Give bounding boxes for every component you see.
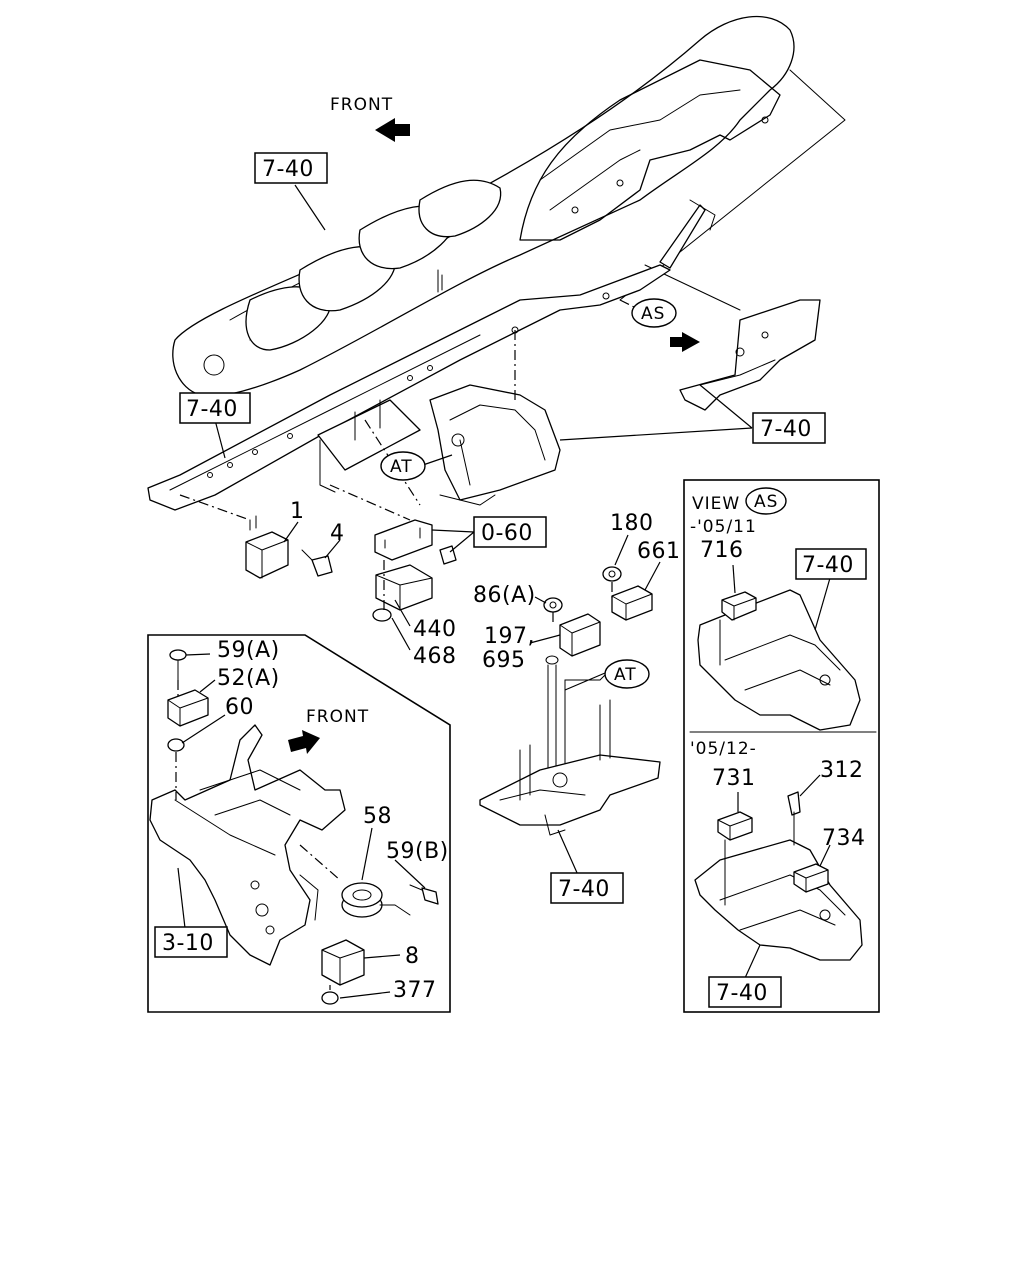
ref-label: 7-40	[716, 981, 768, 1006]
part-8-relay	[321, 939, 365, 986]
part-number-180: 180	[610, 511, 654, 536]
marker-label: AS	[641, 304, 665, 324]
front-arrow-top	[375, 118, 410, 142]
cross-member-drawing	[147, 199, 716, 511]
part-number-59a: 59(A)	[217, 638, 280, 663]
ref-box-7-40-b[interactable]: 7-40	[179, 392, 251, 424]
view-as-marker: AS	[745, 487, 787, 515]
at-bracket-drawing	[429, 384, 561, 506]
marker-label: AS	[754, 492, 778, 512]
view-as-panel-frame	[683, 479, 880, 1013]
part-59b-bolt	[409, 884, 439, 905]
ref-box-7-40-e[interactable]: 7-40	[795, 548, 867, 580]
ref-label: 7-40	[186, 397, 238, 422]
part-number-695: 695	[482, 648, 526, 673]
ref-box-7-40-f[interactable]: 7-40	[708, 976, 782, 1008]
part-number-86a: 86(A)	[473, 583, 536, 608]
ref-label: 7-40	[760, 417, 812, 442]
part-0-60-bracket	[374, 519, 457, 565]
part-number-377: 377	[393, 978, 437, 1003]
part-number-52a: 52(A)	[217, 666, 280, 691]
part-number-734: 734	[822, 826, 866, 851]
marker-as: AS	[631, 298, 677, 328]
part-377-nut	[321, 991, 339, 1005]
as-side-bracket-drawing	[679, 299, 821, 411]
part-60-nut	[167, 738, 185, 752]
ref-box-0-60[interactable]: 0-60	[473, 516, 547, 548]
part-661-sensor	[611, 585, 653, 621]
date-range-from-0512: '05/12-	[690, 739, 757, 759]
marker-label: AT	[390, 457, 413, 477]
inset-panel-frame	[147, 634, 451, 1013]
marker-at-a: AT	[380, 451, 426, 481]
part-number-197: 197,	[484, 624, 535, 649]
part-58-horn	[341, 882, 411, 918]
instrument-panel-drawing	[172, 15, 795, 397]
part-59a-bolt	[169, 649, 187, 681]
part-180-nut	[602, 566, 622, 582]
lower-at-bracket-drawing	[479, 699, 661, 836]
view-as-upper-drawing	[697, 589, 861, 731]
ref-label: 7-40	[558, 877, 610, 902]
ref-label: 3-10	[162, 931, 214, 956]
ref-label: 0-60	[481, 521, 533, 546]
front-label-top: FRONT	[330, 95, 393, 115]
marker-at-b: AT	[604, 659, 650, 689]
leader-lines	[177, 184, 831, 999]
front-arrow-inset	[288, 730, 320, 754]
date-range-until-0511: -'05/11	[690, 517, 757, 537]
view-as-lower-drawing	[694, 791, 863, 961]
ref-label: 7-40	[262, 157, 314, 182]
ref-label: 7-40	[802, 553, 854, 578]
ref-box-7-40-c[interactable]: 7-40	[752, 412, 826, 444]
ref-box-7-40-a[interactable]: 7-40	[254, 152, 328, 184]
as-direction-arrow	[670, 332, 700, 352]
part-number-58: 58	[363, 804, 392, 829]
part-52a-module	[167, 689, 209, 727]
part-number-1: 1	[290, 499, 305, 524]
part-number-661: 661	[637, 539, 681, 564]
part-number-8: 8	[405, 944, 420, 969]
ref-box-3-10[interactable]: 3-10	[154, 926, 228, 958]
part-440-module	[375, 564, 433, 611]
part-number-716: 716	[700, 538, 744, 563]
part-number-731: 731	[712, 766, 756, 791]
part-number-4: 4	[330, 521, 345, 546]
part-86a-nut	[543, 597, 563, 613]
part-4-screw	[301, 549, 333, 577]
part-468-nut	[372, 608, 392, 622]
ref-box-7-40-d[interactable]: 7-40	[550, 872, 624, 904]
part-number-60: 60	[225, 695, 254, 720]
part-1-module	[245, 515, 289, 579]
front-label-inset: FRONT	[306, 707, 369, 727]
part-197-695-module	[545, 613, 601, 665]
part-number-59b: 59(B)	[386, 839, 449, 864]
part-number-440: 440	[413, 617, 457, 642]
part-number-468: 468	[413, 644, 457, 669]
inset-bracket-drawing	[149, 724, 346, 966]
marker-label: AT	[614, 665, 637, 685]
view-title: VIEW	[692, 494, 740, 514]
part-number-312: 312	[820, 758, 864, 783]
